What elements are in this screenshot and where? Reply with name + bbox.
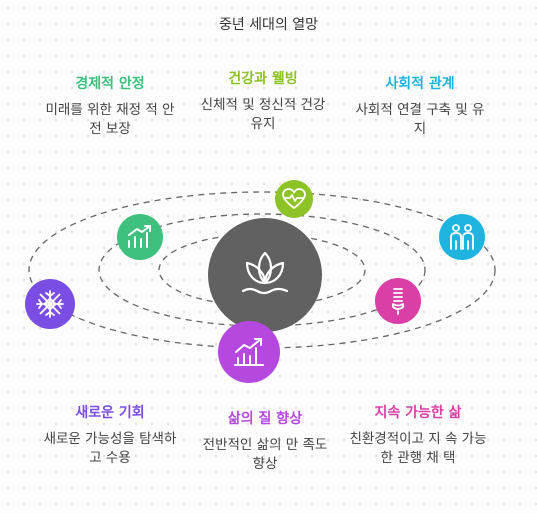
goal-node-social — [439, 214, 485, 260]
heart-pulse-icon — [282, 188, 306, 209]
goal-label-health: 건강과 웰빙 — [228, 71, 298, 87]
goal-block-health: 건강과 웰빙 신체적 및 정신적 건강 유지 — [193, 68, 333, 134]
goal-block-quality: 삶의 질 향상 전반적인 삶의 만 족도 향상 — [195, 408, 335, 474]
goal-node-financial — [117, 214, 163, 260]
goal-label-social: 사회적 관계 — [385, 76, 455, 92]
goal-node-opportunity — [25, 279, 75, 329]
goal-block-opportunity: 새로운 기회 새로운 가능성을 탐색하고 수용 — [40, 402, 180, 468]
rising-chart-icon — [234, 338, 264, 366]
diagram-title: 중년 세대의 열망 — [218, 17, 319, 33]
family-icon — [450, 224, 474, 250]
goal-description-quality: 전반적인 삶의 만 족도 향상 — [202, 437, 328, 472]
goal-description-financial: 미래를 위한 재정 적 안전 보장 — [45, 102, 175, 137]
goal-description-sustainable: 친환경적이고 지 속 가능한 관행 채 택 — [349, 431, 487, 466]
growth-chart-icon — [128, 225, 151, 248]
snowflake-icon — [36, 290, 64, 318]
orbit-middle — [98, 213, 426, 327]
goal-description-social: 사회적 연결 구축 및 유지 — [355, 102, 485, 137]
goal-label-financial: 경제적 안정 — [75, 76, 145, 92]
center-node — [208, 218, 322, 332]
goal-description-opportunity: 새로운 가능성을 탐색하고 수용 — [43, 431, 177, 466]
goal-label-quality: 삶의 질 향상 — [227, 411, 303, 427]
lotus-icon — [241, 251, 289, 295]
goal-label-opportunity: 새로운 기회 — [75, 405, 145, 421]
goal-block-financial: 경제적 안정 미래를 위한 재정 적 안전 보장 — [40, 73, 180, 139]
goal-node-quality — [218, 321, 280, 383]
goal-label-sustainable: 지속 가능한 삶 — [374, 405, 462, 421]
goal-node-sustainable — [375, 278, 421, 324]
goal-block-social: 사회적 관계 사회적 연결 구축 및 유지 — [350, 73, 490, 139]
eco-bulb-icon — [392, 288, 404, 315]
goal-description-health: 신체적 및 정신적 건강 유지 — [200, 97, 326, 132]
orbit-outer — [28, 191, 496, 349]
goal-block-sustainable: 지속 가능한 삶 친환경적이고 지 속 가능한 관행 채 택 — [348, 402, 488, 468]
goal-node-health — [275, 180, 313, 218]
